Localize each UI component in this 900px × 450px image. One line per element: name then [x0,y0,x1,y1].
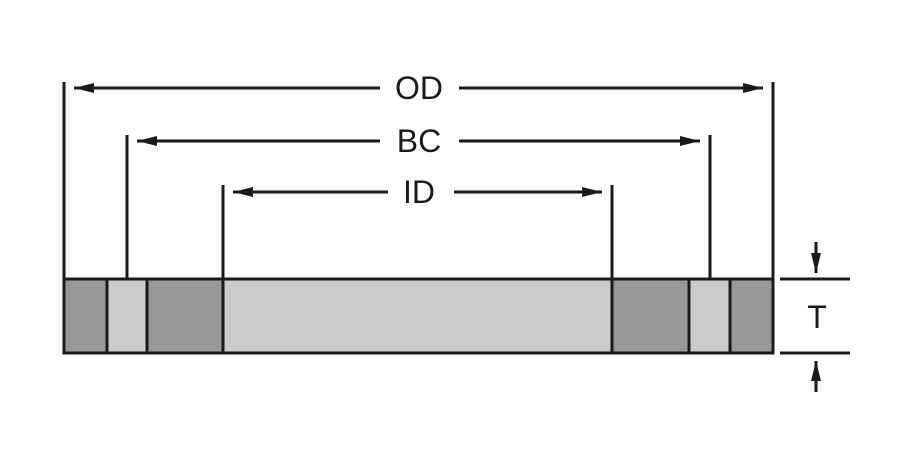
id-label: ID [403,174,435,210]
flange-outer-ring-left [62,277,109,355]
flange-inner-ring-right [610,277,691,355]
bolt-hole-right [687,277,732,355]
extension-lines [62,82,850,355]
bc-dimension: BC [137,123,700,159]
flange-outer-ring-right [728,277,775,355]
od-dimension: OD [74,70,763,106]
flange-cross-section [62,277,775,355]
t-dimension: T [807,242,827,392]
t-label: T [807,299,827,335]
flange-bore [221,277,614,355]
od-label: OD [395,70,443,106]
flange-inner-ring-left [145,277,225,355]
bc-label: BC [397,123,441,159]
bolt-hole-left [105,277,149,355]
id-dimension: ID [233,174,602,210]
